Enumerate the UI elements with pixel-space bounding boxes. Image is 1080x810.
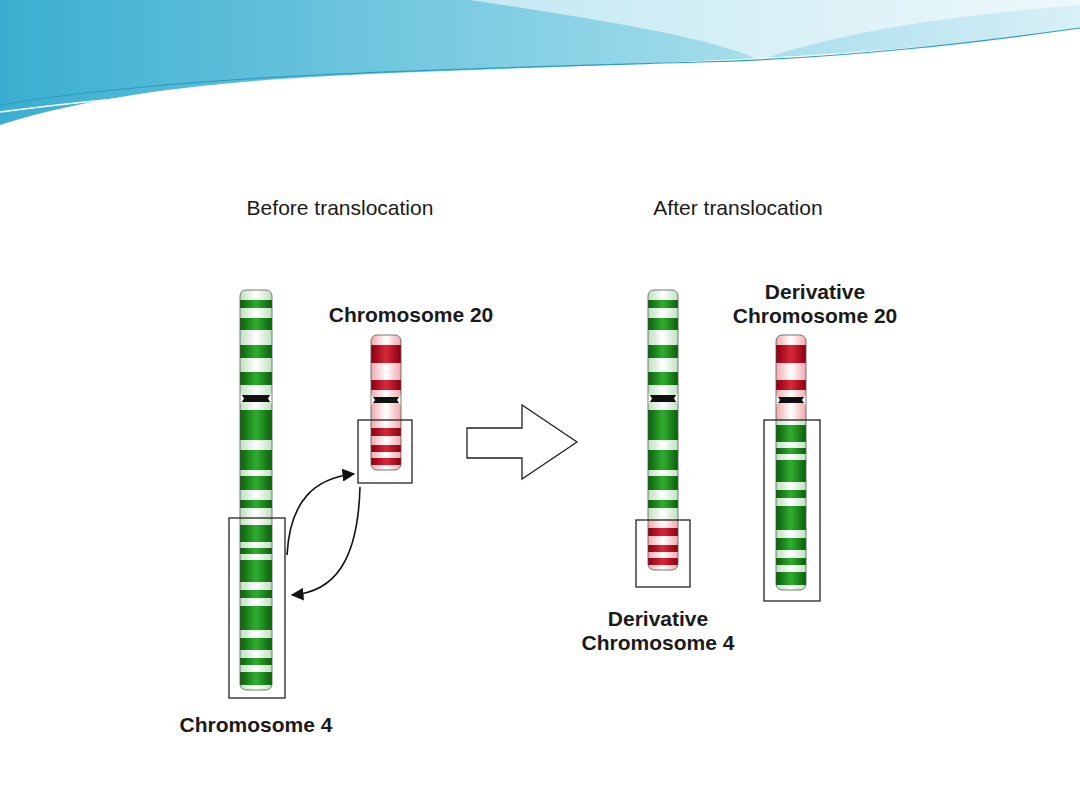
chromosome-outline — [776, 335, 806, 590]
process-arrow — [467, 405, 577, 479]
chromosomes — [240, 290, 806, 690]
swap-arrow — [287, 474, 354, 555]
chromosome-label: Derivative Chromosome 20 — [730, 280, 900, 328]
chromosome — [371, 335, 401, 470]
chromosome-label: Chromosome 20 — [311, 303, 511, 327]
chromosome-outline — [240, 290, 272, 690]
chromosome-label: Derivative Chromosome 4 — [573, 607, 743, 655]
chromosome — [776, 335, 806, 590]
chromosome — [240, 290, 272, 690]
segment-box — [358, 420, 412, 483]
segment-box — [636, 520, 690, 587]
column-heading: Before translocation — [210, 196, 470, 220]
chromosome-outline — [371, 335, 401, 470]
header-swoosh — [470, 0, 1080, 60]
chromosome — [648, 290, 678, 570]
chromosome-label: Chromosome 4 — [156, 713, 356, 737]
chromosome-outline — [648, 290, 678, 570]
segment-box — [764, 420, 820, 601]
segment-box — [229, 518, 285, 698]
header-line — [0, 28, 1080, 105]
header-line — [0, 36, 1080, 112]
figure-panel — [165, 175, 895, 745]
header-wave — [0, 0, 1080, 125]
swap-arrow — [292, 487, 360, 595]
column-heading: After translocation — [608, 196, 868, 220]
